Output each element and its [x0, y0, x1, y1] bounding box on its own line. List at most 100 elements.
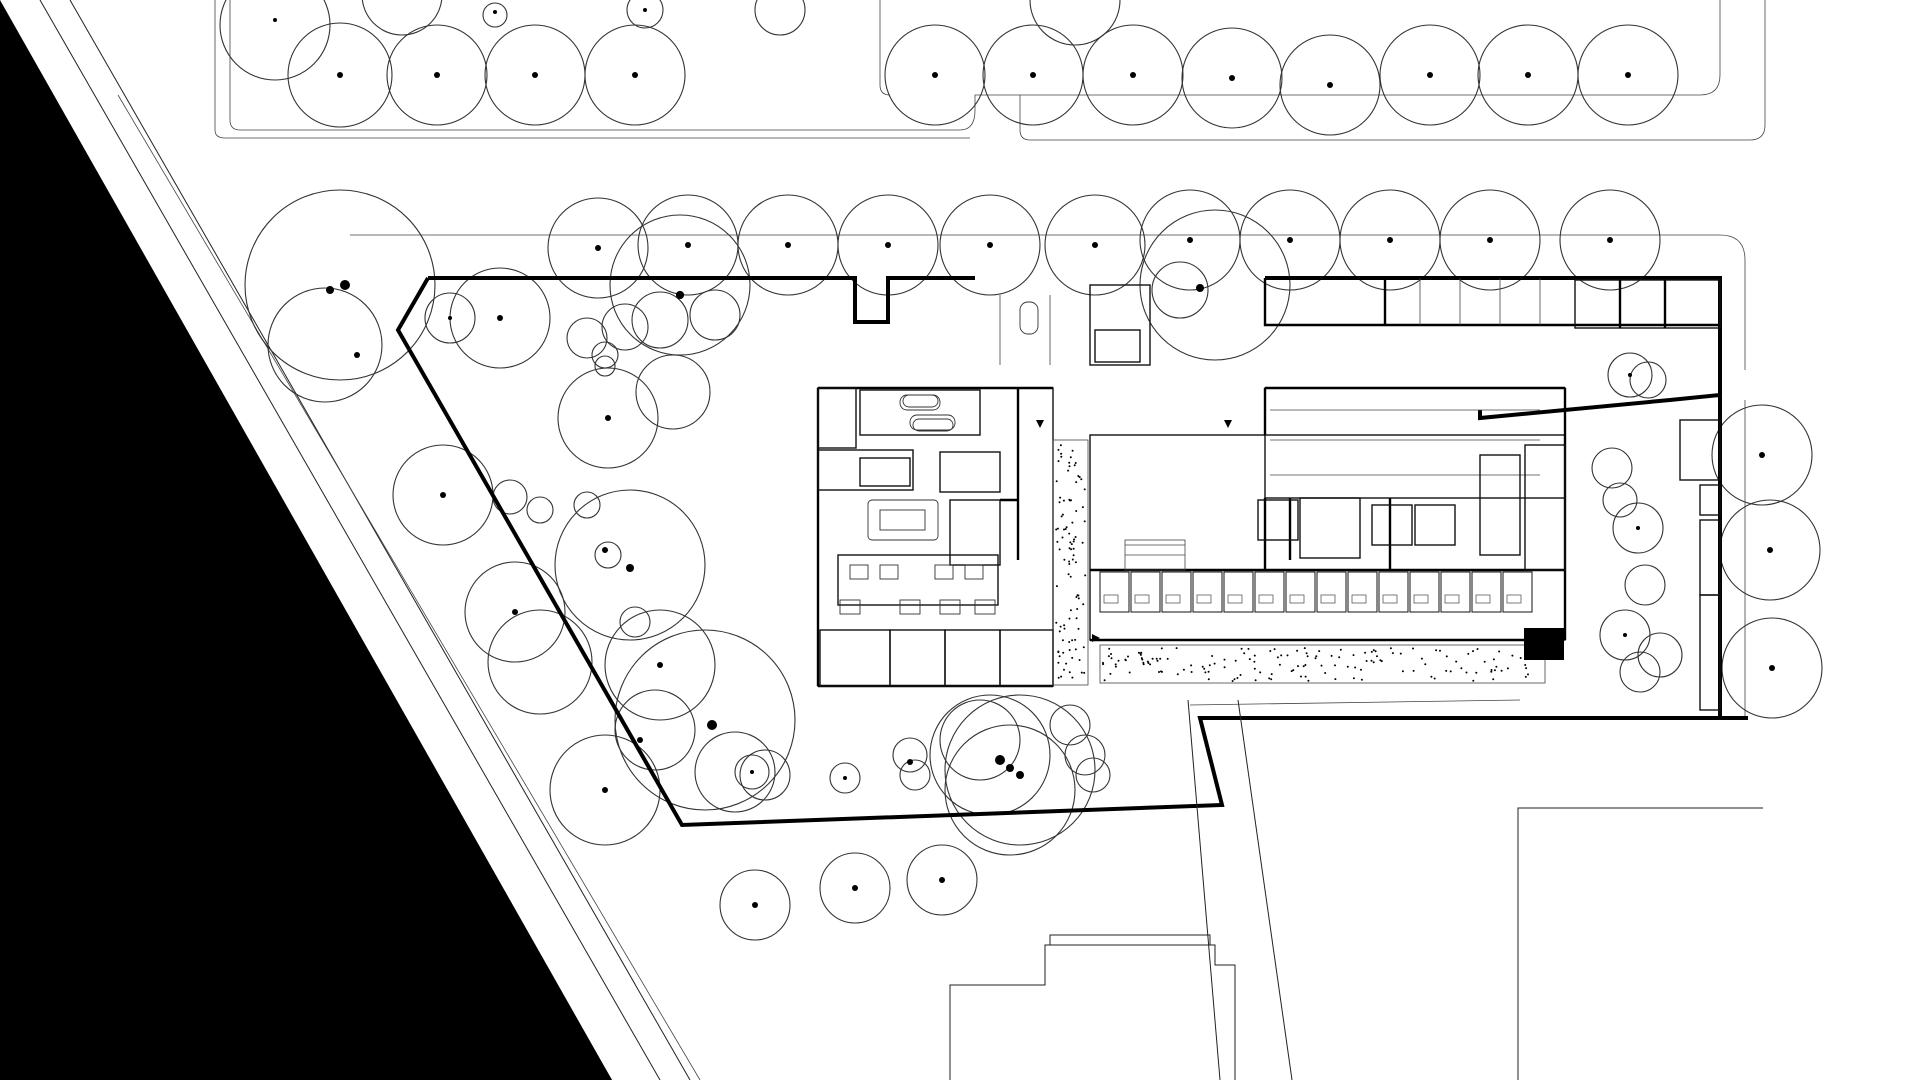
gravel-dot — [1303, 647, 1306, 650]
gravel-dot — [1057, 448, 1060, 451]
gravel-dot — [1433, 677, 1436, 680]
gravel-dot — [1061, 536, 1064, 539]
gravel-dot — [1389, 647, 1392, 650]
gravel-dot — [1276, 656, 1279, 659]
cell-bed — [1196, 594, 1212, 604]
gravel-dot — [1074, 648, 1077, 651]
gravel-dot — [1077, 475, 1080, 477]
west-wing-rooms — [817, 388, 1054, 687]
gravel-dot — [1058, 655, 1061, 658]
gravel-dot — [1075, 510, 1078, 512]
gravel-dot — [1475, 671, 1478, 674]
gravel-dot — [1176, 673, 1179, 676]
gravel-dot — [1339, 648, 1342, 651]
top-street-outlines — [214, 0, 1766, 720]
upper-tree-row — [219, 0, 1679, 136]
gravel-dot — [1269, 650, 1272, 652]
gravel-dot — [1490, 669, 1493, 671]
gravel-dot — [1365, 660, 1368, 662]
gravel-dot — [1059, 444, 1062, 447]
gravel-dot — [1074, 462, 1077, 464]
gravel-dot — [1306, 655, 1309, 658]
gravel-dot — [1190, 671, 1193, 673]
gravel-dot — [1493, 669, 1496, 672]
gravel-dot — [1401, 670, 1404, 673]
gravel-dot — [1058, 630, 1061, 633]
gravel-dot — [1296, 649, 1299, 652]
gravel-dot — [1412, 647, 1414, 650]
gravel-dot — [1077, 597, 1080, 600]
gravel-dot — [1060, 675, 1063, 678]
gravel-dot — [1141, 658, 1144, 661]
cell-bed — [1444, 594, 1460, 604]
cell-room — [1130, 571, 1161, 613]
gravel-dot — [1304, 664, 1307, 666]
gravel-dot — [1059, 496, 1062, 499]
gravel-dot — [1140, 651, 1143, 654]
gravel-dot — [1525, 667, 1528, 670]
south-garden-trees — [719, 694, 1111, 941]
gravel-dot — [1147, 662, 1150, 664]
cell-bed — [1320, 594, 1336, 604]
cell-bed — [1382, 594, 1398, 604]
gravel-dot — [1223, 666, 1226, 669]
gravel-dot — [1055, 480, 1058, 483]
gravel-dot — [1270, 678, 1273, 681]
gravel-dot — [1211, 655, 1214, 657]
gravel-dot — [1071, 449, 1074, 452]
gravel-dot — [1268, 677, 1271, 680]
stair-core-solid — [1524, 628, 1564, 660]
cell-bed — [1506, 594, 1522, 604]
gravel-dot — [1074, 638, 1077, 641]
gravel-dot — [1063, 528, 1065, 531]
gravel-dot — [1273, 648, 1276, 651]
gravel-dot — [1511, 654, 1514, 657]
gravel-dot — [1072, 547, 1075, 550]
gravel-dot — [1253, 660, 1256, 663]
gravel-dot — [1492, 678, 1495, 681]
street-tree-row — [547, 189, 1661, 361]
cell-bed — [1258, 594, 1274, 604]
gravel-dot — [1253, 654, 1256, 657]
gravel-dot — [1077, 627, 1080, 630]
gravel-dot — [1467, 652, 1470, 655]
gravel-dot — [1399, 652, 1402, 655]
gravel-dot — [1374, 650, 1377, 653]
gravel-dot — [1248, 658, 1251, 661]
cell-bed — [1134, 594, 1150, 604]
gravel-dot — [1207, 678, 1210, 681]
gravel-dot — [1073, 464, 1076, 467]
gravel-dot — [1107, 655, 1110, 658]
gravel-dot — [1058, 548, 1061, 551]
gravel-dot — [1290, 670, 1293, 673]
gravel-dot — [1057, 676, 1060, 679]
gravel-dot — [1307, 679, 1310, 682]
gravel-dot — [1068, 563, 1071, 565]
gravel-dot — [1072, 540, 1075, 543]
cell-room — [1099, 571, 1130, 613]
gravel-dot — [1292, 669, 1295, 672]
gravel-dot — [1445, 669, 1448, 672]
gravel-dot — [1315, 655, 1318, 658]
cell-room — [1347, 571, 1378, 613]
gravel-dot — [1056, 540, 1059, 543]
gravel-dot — [1334, 678, 1337, 681]
gravel-dot — [1234, 659, 1237, 662]
gravel-dot — [1114, 663, 1117, 666]
gravel-dot — [1063, 558, 1066, 561]
gravel-dot — [1063, 624, 1066, 627]
gravel-dot — [1455, 660, 1458, 663]
cell-room — [1161, 571, 1192, 613]
gravel-dot — [1139, 653, 1142, 656]
gravel-dot — [1166, 657, 1169, 660]
gravel-dot — [1076, 608, 1079, 610]
gravel-dot — [1372, 649, 1375, 652]
gravel-dot — [1360, 668, 1362, 671]
gravel-dot — [1305, 652, 1308, 655]
cell-bed — [1351, 594, 1367, 604]
gravel-dot — [1519, 657, 1522, 659]
gravel-dot — [1074, 536, 1077, 538]
gravel-dot — [1103, 679, 1106, 682]
gravel-dot — [1128, 671, 1131, 674]
gravel-dot — [1065, 662, 1068, 665]
